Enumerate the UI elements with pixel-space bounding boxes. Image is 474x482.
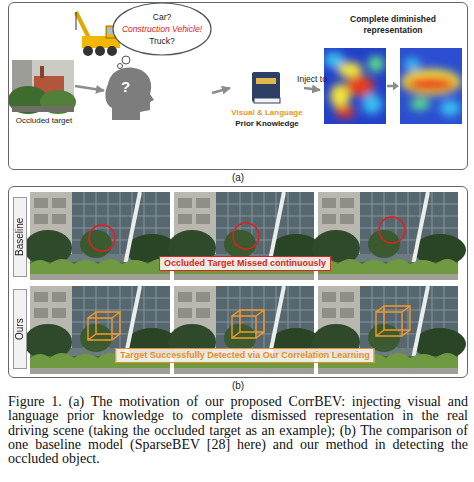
thought-dot bbox=[122, 56, 130, 64]
row-label: Baseline bbox=[13, 197, 27, 277]
thought-text: Car? bbox=[114, 12, 210, 23]
heatmap-base bbox=[400, 48, 462, 124]
book-band bbox=[256, 78, 276, 84]
edge-label: Inject to bbox=[297, 74, 327, 84]
miss-circle bbox=[89, 225, 115, 251]
heatmap bbox=[400, 48, 462, 124]
detection-box bbox=[376, 306, 410, 336]
knowledge-text: Prior Knowledge bbox=[220, 119, 314, 129]
detection-box bbox=[88, 312, 120, 340]
thought-dot bbox=[118, 64, 123, 69]
flow-arrow bbox=[304, 88, 320, 90]
heat-blob bbox=[338, 62, 362, 78]
row-label: Ours bbox=[13, 289, 27, 369]
miss-circle bbox=[379, 217, 405, 243]
result-row: OursTarget Successfully Detected via Our… bbox=[11, 283, 467, 375]
vehicle-arm bbox=[40, 66, 44, 78]
crane-boom bbox=[76, 12, 90, 40]
result-row: BaselineOccluded Target Missed continuou… bbox=[11, 191, 467, 281]
result-banner: Target Successfully Detected via Our Cor… bbox=[115, 348, 374, 363]
heat-blob bbox=[362, 94, 382, 114]
baseline-frame bbox=[24, 192, 178, 280]
image-caption: Occluded target bbox=[7, 116, 81, 126]
head-silhouette bbox=[105, 68, 154, 120]
panel-label: (a) bbox=[9, 172, 467, 185]
panel-box: (b)BaselineOccluded Target Missed contin… bbox=[8, 186, 468, 378]
result-banner: Occluded Target Missed continuously bbox=[159, 256, 331, 271]
heat-blob bbox=[404, 58, 420, 70]
baseline-frame bbox=[312, 192, 466, 280]
flow-arrow bbox=[212, 88, 230, 93]
flow-arrow bbox=[75, 86, 104, 91]
book-cover bbox=[252, 72, 280, 102]
panel-label: (b) bbox=[9, 380, 467, 393]
heat-blob bbox=[440, 100, 460, 116]
representation-node: Complete diminished representation bbox=[320, 6, 466, 132]
thought-bubble bbox=[113, 3, 211, 55]
miss-circle bbox=[233, 223, 259, 249]
heat-blob bbox=[407, 77, 455, 91]
panel-box: (a)Occluded targetCar?Construction Vehic… bbox=[8, 2, 468, 170]
question-mark: ? bbox=[121, 78, 130, 95]
ground bbox=[12, 106, 74, 112]
thought-text: Construction Vehicle! bbox=[114, 24, 210, 35]
heatmap bbox=[324, 48, 386, 124]
heat-blob bbox=[335, 106, 355, 118]
knowledge-text: Visual & Language bbox=[220, 108, 314, 118]
heatmap-blobs bbox=[324, 52, 384, 118]
heat-blob bbox=[401, 69, 461, 95]
crane-cable bbox=[76, 12, 77, 30]
heat-blob bbox=[330, 84, 350, 108]
wheel bbox=[107, 46, 117, 56]
knowledge-node: Visual & LanguagePrior Knowledge bbox=[230, 68, 304, 148]
wheel bbox=[83, 46, 93, 56]
heatmap-blobs bbox=[401, 58, 461, 116]
arrow-shaft bbox=[387, 85, 394, 88]
heat-blob bbox=[346, 76, 374, 96]
thought-node: Car?Construction Vehicle!Truck? bbox=[104, 3, 212, 123]
detection-box bbox=[232, 310, 264, 338]
heatmap-base bbox=[324, 48, 386, 124]
heading-text: Complete diminished representation bbox=[334, 14, 452, 35]
figure-caption: Figure 1. (a) The motivation of our prop… bbox=[8, 395, 468, 466]
arrow-head bbox=[393, 82, 399, 91]
image-node: Occluded target bbox=[13, 58, 75, 130]
heat-blob bbox=[368, 56, 384, 72]
book-pages bbox=[254, 98, 280, 103]
heat-blob bbox=[410, 98, 430, 110]
wheel bbox=[95, 46, 105, 56]
thought-text: Truck? bbox=[114, 36, 210, 47]
